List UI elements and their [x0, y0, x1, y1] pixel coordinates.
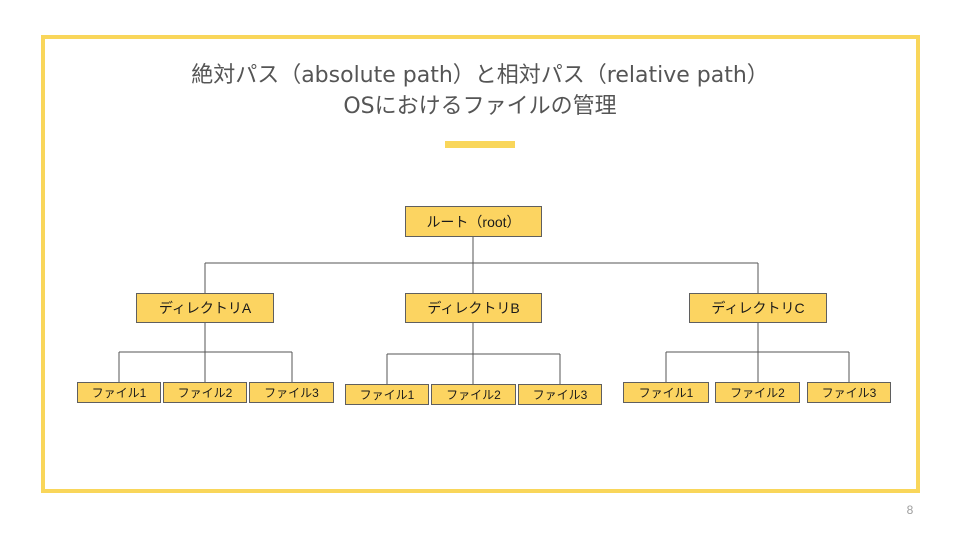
- slide-title: 絶対パス（absolute path）と相対パス（relative path） …: [0, 60, 960, 122]
- file-node-a1: ファイル1: [77, 382, 161, 403]
- file-node-c1: ファイル1: [623, 382, 709, 403]
- title-accent-bar: [445, 141, 515, 148]
- file-node-b3: ファイル3: [518, 384, 602, 405]
- file-node-a3: ファイル3: [249, 382, 334, 403]
- root-node: ルート（root）: [405, 206, 542, 237]
- directory-b-node: ディレクトリB: [405, 293, 542, 323]
- title-line-1: 絶対パス（absolute path）と相対パス（relative path）: [191, 63, 769, 88]
- directory-c-node: ディレクトリC: [689, 293, 827, 323]
- slide-frame: [41, 35, 920, 493]
- file-node-c2: ファイル2: [715, 382, 800, 403]
- file-node-c3: ファイル3: [807, 382, 891, 403]
- title-line-2: OSにおけるファイルの管理: [343, 94, 617, 119]
- page-number: 8: [906, 503, 914, 517]
- file-node-b1: ファイル1: [345, 384, 429, 405]
- directory-a-node: ディレクトリA: [136, 293, 274, 323]
- file-node-b2: ファイル2: [431, 384, 516, 405]
- file-node-a2: ファイル2: [163, 382, 247, 403]
